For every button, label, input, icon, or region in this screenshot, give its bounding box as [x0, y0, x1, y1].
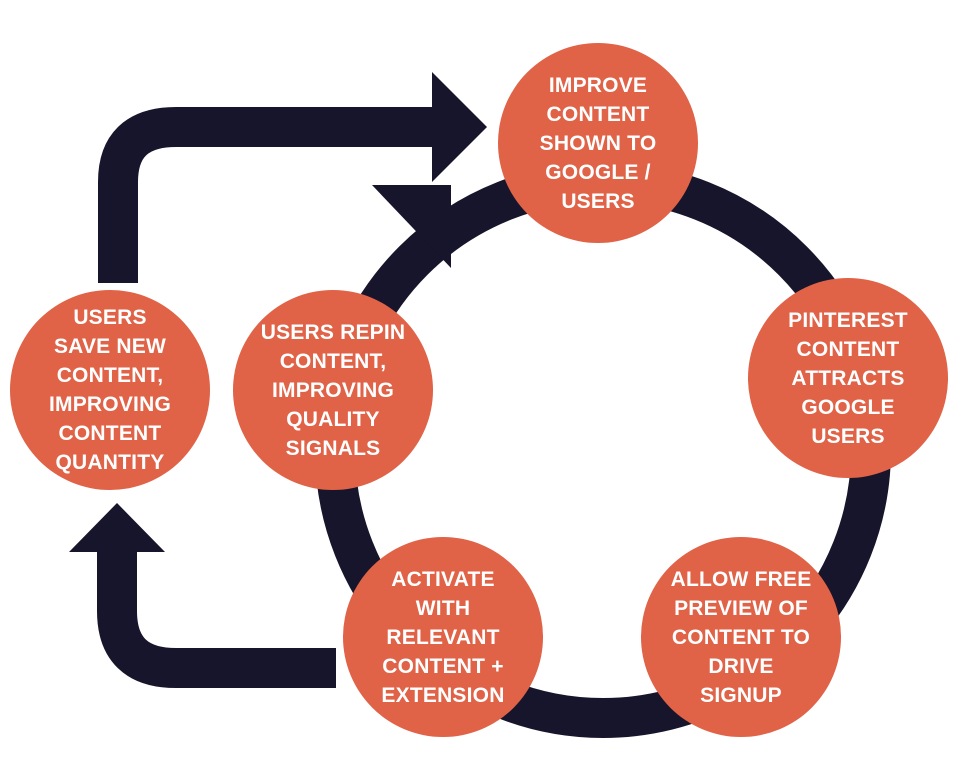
outer-top-arrow-head — [432, 72, 487, 182]
node-label: ACTIVATE WITH RELEVANT CONTENT + EXTENSI… — [381, 567, 505, 707]
node-label: PINTEREST CONTENT ATTRACTS GOOGLE USERS — [788, 308, 908, 448]
node-pinterest-attracts: PINTEREST CONTENT ATTRACTS GOOGLE USERS — [748, 278, 948, 478]
node-allow-free-preview: ALLOW FREE PREVIEW OF CONTENT TO DRIVE S… — [641, 537, 841, 737]
node-users-save: USERS SAVE NEW CONTENT, IMPROVING CONTEN… — [10, 290, 210, 490]
node-label: USERS SAVE NEW CONTENT, IMPROVING CONTEN… — [49, 306, 171, 474]
node-activate-with-content: ACTIVATE WITH RELEVANT CONTENT + EXTENSI… — [343, 537, 543, 737]
outer-bottom-arrow-head — [69, 503, 165, 552]
node-label: USERS REPIN CONTENT, IMPROVING QUALITY S… — [260, 320, 406, 460]
outer-bottom-arrow-shaft — [97, 548, 336, 688]
node-improve-content: IMPROVE CONTENT SHOWN TO GOOGLE / USERS — [498, 43, 698, 243]
node-label: IMPROVE CONTENT SHOWN TO GOOGLE / USERS — [539, 73, 657, 213]
outer-top-arrow-shaft — [98, 107, 436, 283]
node-users-repin: USERS REPIN CONTENT, IMPROVING QUALITY S… — [233, 290, 433, 490]
inner-cycle-arrow-head — [372, 185, 451, 268]
node-label: ALLOW FREE PREVIEW OF CONTENT TO DRIVE S… — [670, 567, 812, 707]
